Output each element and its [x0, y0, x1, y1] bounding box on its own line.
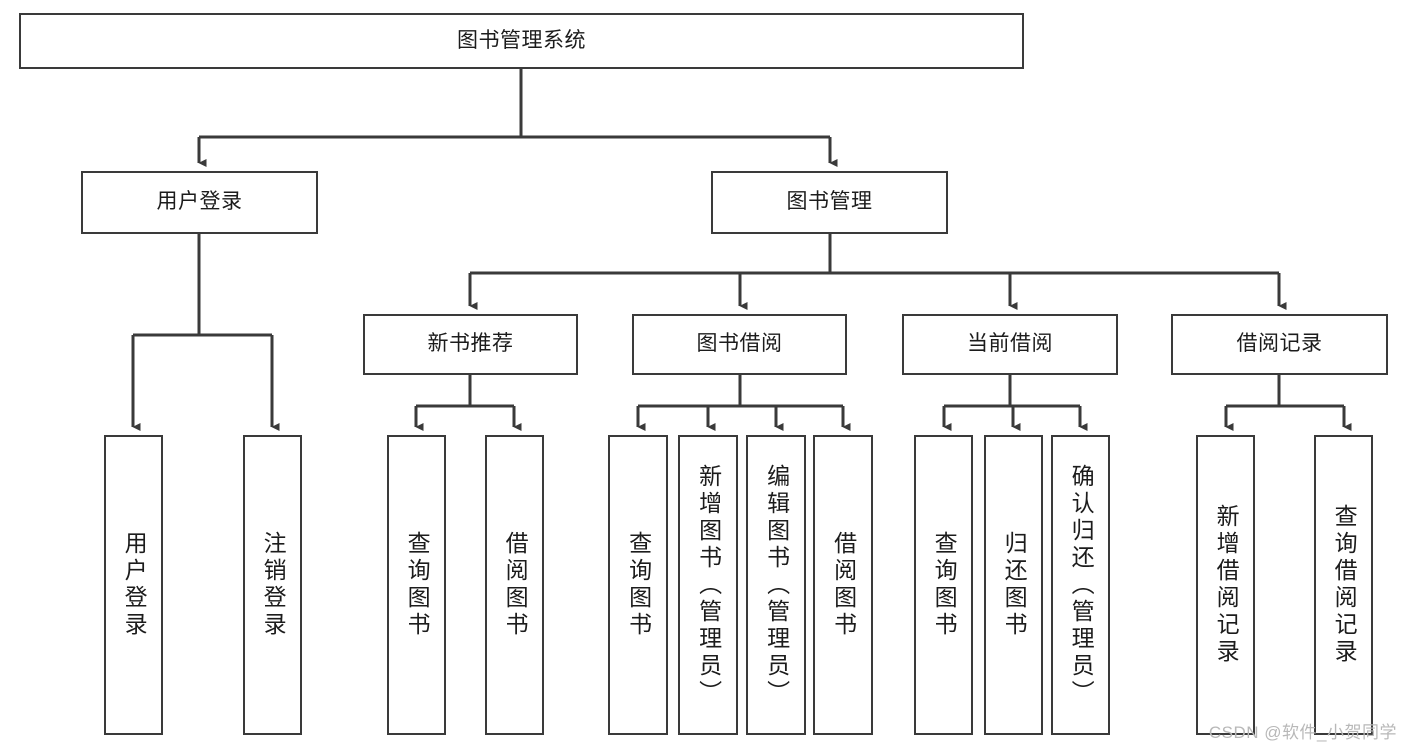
leaf-query-book-recommend[interactable]: 查询图书	[387, 435, 446, 735]
node-root-system[interactable]: 图书管理系统	[19, 13, 1024, 69]
node-label: 确认归还（管理员）	[1068, 463, 1095, 707]
node-label: 查询图书	[625, 531, 652, 639]
node-label: 新增图书（管理员）	[695, 463, 722, 707]
node-user-login[interactable]: 用户登录	[81, 171, 318, 234]
node-label: 新增借阅记录	[1213, 504, 1240, 666]
leaf-return-book[interactable]: 归还图书	[984, 435, 1043, 735]
node-label: 注销登录	[260, 531, 287, 639]
node-label: 图书管理系统	[457, 28, 586, 52]
leaf-user-login[interactable]: 用户登录	[104, 435, 163, 735]
node-label: 查询借阅记录	[1331, 504, 1358, 666]
leaf-user-logout[interactable]: 注销登录	[243, 435, 302, 735]
leaf-add-borrow-record[interactable]: 新增借阅记录	[1196, 435, 1255, 735]
leaf-add-book-admin[interactable]: 新增图书（管理员）	[678, 435, 738, 735]
leaf-borrow-book-recommend[interactable]: 借阅图书	[485, 435, 544, 735]
node-label: 当前借阅	[967, 332, 1053, 356]
leaf-query-book-current[interactable]: 查询图书	[914, 435, 973, 735]
leaf-edit-book-admin[interactable]: 编辑图书（管理员）	[746, 435, 806, 735]
leaf-query-borrow-record[interactable]: 查询借阅记录	[1314, 435, 1373, 735]
leaf-query-book-borrow[interactable]: 查询图书	[608, 435, 668, 735]
leaf-confirm-return-admin[interactable]: 确认归还（管理员）	[1051, 435, 1110, 735]
node-label: 归还图书	[1001, 531, 1028, 639]
node-borrow-record[interactable]: 借阅记录	[1171, 314, 1388, 375]
node-label: 借阅图书	[830, 531, 857, 639]
node-label: 编辑图书（管理员）	[763, 463, 790, 707]
node-label: 图书管理	[786, 190, 873, 214]
watermark: CSDN @软件_小贺同学	[1208, 723, 1397, 742]
node-book-management[interactable]: 图书管理	[711, 171, 948, 234]
node-label: 查询图书	[931, 531, 958, 639]
node-label: 用户登录	[156, 190, 243, 214]
node-label: 借阅图书	[502, 531, 529, 639]
node-new-book-recommend[interactable]: 新书推荐	[363, 314, 578, 375]
node-label: 图书借阅	[696, 332, 783, 356]
node-label: 新书推荐	[427, 332, 514, 356]
leaf-borrow-book[interactable]: 借阅图书	[813, 435, 873, 735]
node-label: 查询图书	[404, 531, 431, 639]
node-label: 用户登录	[121, 531, 148, 639]
node-book-borrow[interactable]: 图书借阅	[632, 314, 847, 375]
node-label: 借阅记录	[1236, 332, 1323, 356]
node-current-borrow[interactable]: 当前借阅	[902, 314, 1118, 375]
